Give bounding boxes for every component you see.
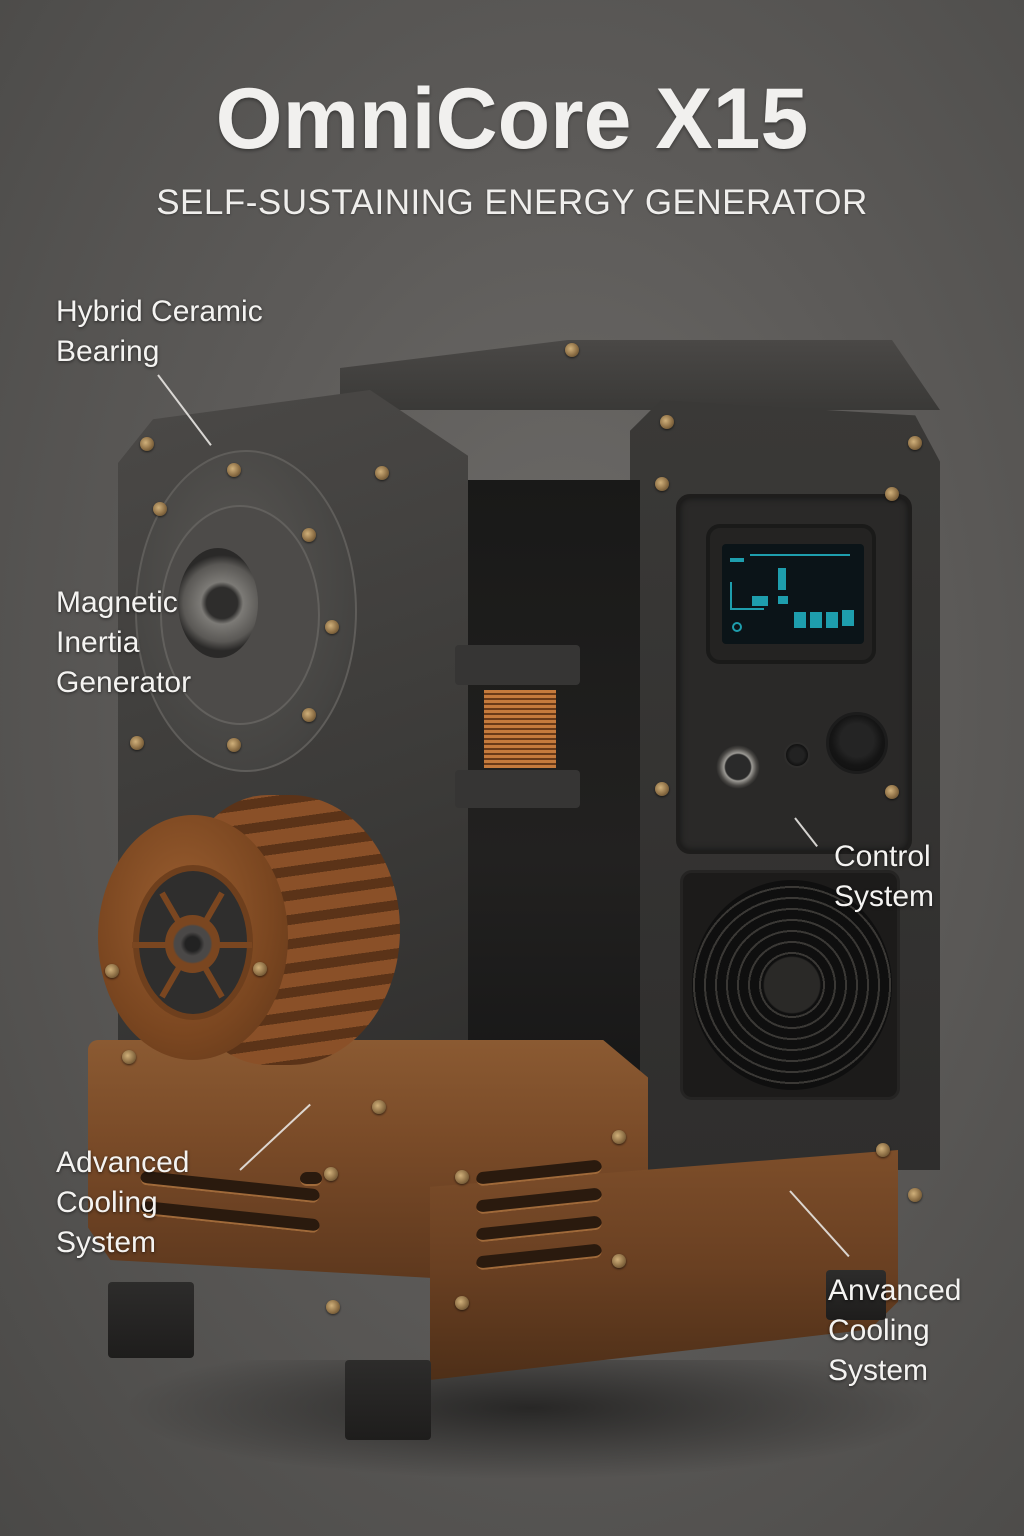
control-display[interactable]	[722, 544, 864, 644]
bolt-icon	[612, 1130, 626, 1144]
power-button[interactable]	[826, 712, 888, 774]
callout-advanced-cooling-system-right: Anvanced Cooling System	[828, 1274, 962, 1387]
screen-block	[752, 596, 768, 606]
coil-frame-bottom	[455, 770, 580, 808]
screen-block	[778, 568, 786, 590]
bolt-icon	[326, 1300, 340, 1314]
ring-button[interactable]	[716, 745, 760, 789]
screen-block	[842, 610, 854, 626]
bolt-icon	[655, 782, 669, 796]
bolt-icon	[908, 436, 922, 450]
callout-control-system: Control System	[834, 840, 935, 913]
bolt-icon	[302, 708, 316, 722]
floor-shadow	[120, 1360, 940, 1480]
bolt-icon	[130, 736, 144, 750]
motor-spoke	[192, 942, 252, 948]
bolt-icon	[325, 620, 339, 634]
motor-hub-icon	[165, 915, 220, 973]
bolt-icon	[140, 437, 154, 451]
screen-block	[778, 596, 788, 604]
bolt-icon	[375, 466, 389, 480]
bolt-icon	[153, 502, 167, 516]
small-button[interactable]	[784, 742, 810, 768]
bolt-icon	[372, 1100, 386, 1114]
bolt-icon	[455, 1296, 469, 1310]
bolt-icon	[655, 477, 669, 491]
vent-slot	[300, 1172, 322, 1186]
bolt-icon	[302, 528, 316, 542]
product-title: OmniCore X15	[215, 71, 809, 167]
coil-frame-top	[455, 645, 580, 685]
callout-hybrid-ceramic-bearing: Hybrid Ceramic Bearing	[56, 295, 263, 368]
bolt-icon	[885, 487, 899, 501]
bolt-icon	[253, 962, 267, 976]
bolt-icon	[885, 785, 899, 799]
bolt-icon	[908, 1188, 922, 1202]
screen-block	[794, 612, 806, 628]
bolt-icon	[324, 1167, 338, 1181]
screen-line	[750, 554, 850, 556]
callout-advanced-cooling-system-left: Advanced Cooling System	[56, 1146, 190, 1259]
copper-coil-icon	[484, 690, 556, 768]
screen-glyph	[730, 558, 744, 562]
screen-line	[730, 608, 764, 610]
top-lid	[340, 340, 940, 410]
bolt-icon	[612, 1254, 626, 1268]
bearing-hub-icon	[178, 548, 258, 658]
callout-magnetic-inertia-generator: Magnetic Inertia Generator	[56, 586, 192, 699]
bolt-icon	[105, 964, 119, 978]
bolt-icon	[227, 738, 241, 752]
screen-block	[826, 612, 838, 628]
foot	[108, 1282, 194, 1358]
bolt-icon	[660, 415, 674, 429]
product-subtitle: SELF-SUSTAINING ENERGY GENERATOR	[156, 183, 868, 222]
bolt-icon	[876, 1143, 890, 1157]
screen-gauge-icon	[732, 622, 742, 632]
foot	[345, 1360, 431, 1440]
bolt-icon	[565, 343, 579, 357]
fan-grille-icon	[692, 880, 892, 1090]
bolt-icon	[455, 1170, 469, 1184]
screen-line	[730, 582, 732, 608]
bolt-icon	[122, 1050, 136, 1064]
foot	[826, 1270, 886, 1320]
bolt-icon	[227, 463, 241, 477]
screen-block	[810, 612, 822, 628]
